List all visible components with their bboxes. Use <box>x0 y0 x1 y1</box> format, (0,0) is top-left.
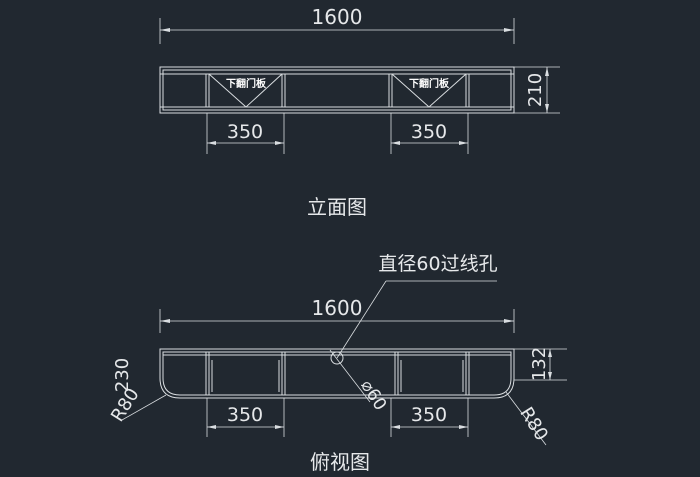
elevation-width-dimension: 1600 <box>159 5 515 44</box>
plan-title: 俯视图 <box>310 450 370 474</box>
right-radius-label: R80 <box>515 404 552 445</box>
plan-left-bay-dimension: 350 <box>206 398 285 437</box>
right-door-label: 下翻门板 <box>409 77 450 90</box>
plan-left-dimensions: R80 230 <box>107 358 167 426</box>
right-drop-door <box>391 73 467 108</box>
cable-hole-icon <box>330 351 344 365</box>
left-drop-door <box>208 73 283 108</box>
plan-right-bay-width: 350 <box>411 404 447 426</box>
plan-right-bay-dimension: 350 <box>390 398 469 437</box>
plan-depth-label: 132 <box>529 347 550 381</box>
elevation-left-door-width: 350 <box>227 121 263 143</box>
elevation-left-door-dimension: 350 <box>206 113 285 154</box>
elevation-cabinet: 下翻门板 下翻门板 <box>159 66 515 114</box>
plan-depth-dimension: 132 <box>514 347 567 381</box>
left-height-label: 230 <box>112 358 133 392</box>
plan-width-label: 1600 <box>312 296 363 320</box>
elevation-right-door-dimension: 350 <box>390 113 469 154</box>
elevation-title: 立面图 <box>307 195 367 219</box>
elevation-width-label: 1600 <box>312 5 363 29</box>
left-door-label: 下翻门板 <box>226 77 267 90</box>
hole-callout-label: 直径60过线孔 <box>378 253 497 275</box>
plan-right-radius: R80 <box>505 391 552 446</box>
plan-left-bay-width: 350 <box>227 404 263 426</box>
hole-diameter-dimension: ⌀60 <box>329 349 390 414</box>
elevation-view: 1600 下翻门板 下翻门板 <box>159 5 560 219</box>
plan-width-dimension: 1600 <box>159 296 515 333</box>
elevation-right-door-width: 350 <box>411 121 447 143</box>
elevation-height-label: 210 <box>525 73 546 107</box>
hole-callout: 直径60过线孔 <box>336 253 498 359</box>
elevation-height-dimension: 210 <box>514 66 560 114</box>
plan-view: 直径60过线孔 1600 <box>107 253 567 474</box>
plan-cabinet <box>159 348 515 399</box>
